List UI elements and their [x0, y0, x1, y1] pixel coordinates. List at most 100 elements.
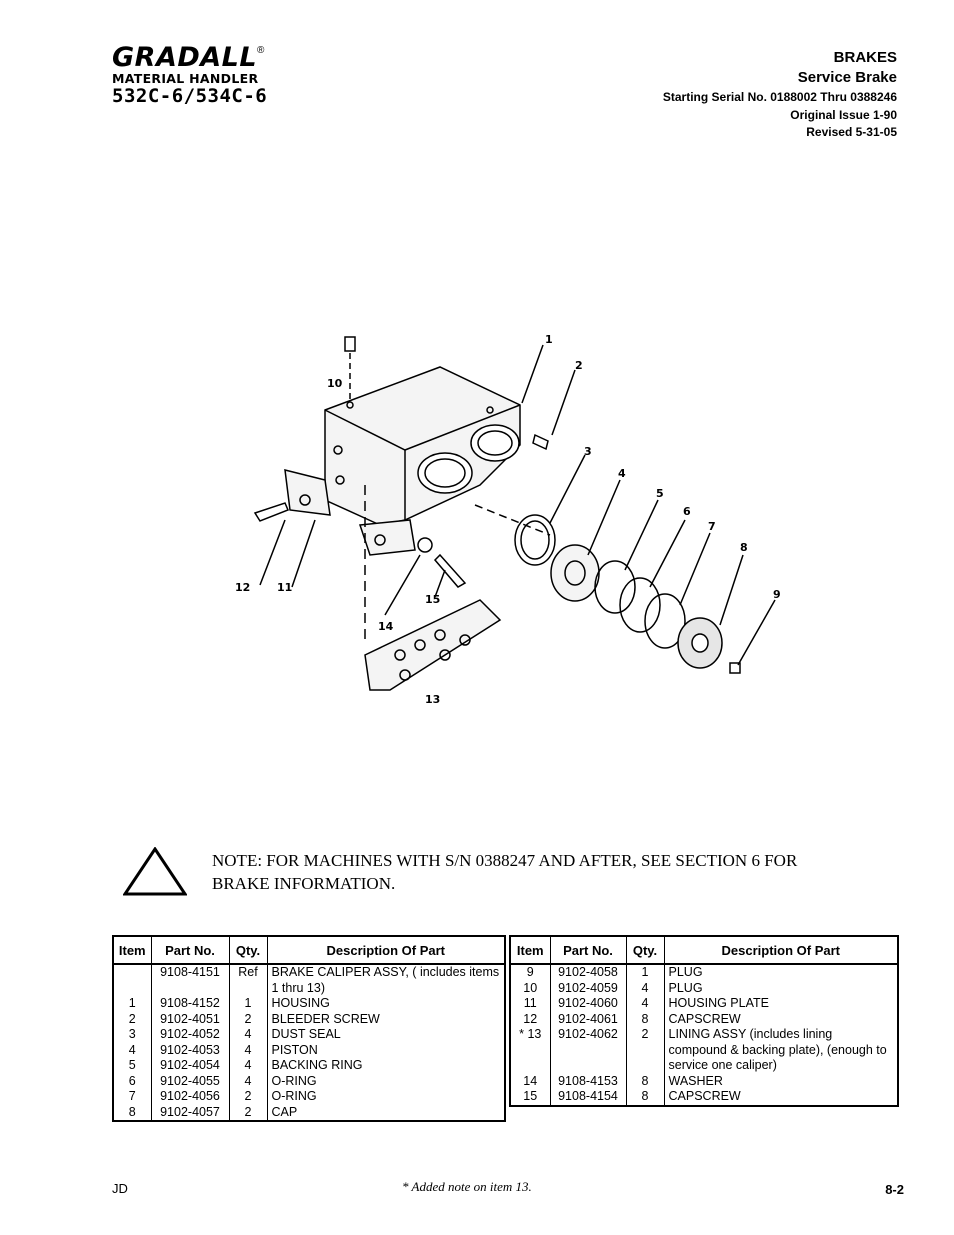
item-cell [113, 964, 151, 996]
section-title: BRAKES [833, 49, 897, 66]
part-cell: 9108-4152 [150, 996, 229, 1012]
item-cell: 11 [523, 996, 537, 1010]
desc-cell: HOUSING PLATE [663, 996, 898, 1012]
subsection-title: Service Brake [797, 69, 897, 86]
part-cell: 9102-4052 [150, 1027, 229, 1043]
callout-13: 13 [425, 693, 440, 706]
qty-cell: 1 [228, 996, 267, 1012]
item-cell: 14 [523, 1073, 538, 1088]
item-cell: * 13 [519, 1027, 542, 1041]
parts-table-right: Item Part No. Qty. Description Of Part 9… [509, 935, 899, 1107]
part-cell: 9102-4057 [150, 1104, 229, 1121]
callout-3: 3 [584, 445, 592, 458]
desc-cell: O-RING [266, 1073, 505, 1089]
item-cell: 6 [128, 1073, 136, 1088]
qty-cell: 2 [228, 1104, 267, 1121]
desc-cell: DUST SEAL [266, 1027, 505, 1043]
callout-6: 6 [683, 505, 691, 518]
part-cell: 9102-4053 [150, 1042, 229, 1058]
note-text: NOTE: FOR MACHINES WITH S/N 0388247 AND … [212, 851, 798, 893]
col-qty: Qty. [228, 935, 268, 965]
footer-code: JD [112, 1181, 128, 1196]
part-cell: 9102-4059 [549, 980, 626, 996]
desc-cell: BRAKE CALIPER ASSY, ( includes items 1 t… [266, 964, 505, 996]
col-item: Item [509, 935, 551, 965]
item-cell: 1 [128, 996, 136, 1010]
item-cell: 5 [128, 1058, 136, 1072]
callout-9: 9 [773, 588, 781, 601]
qty-cell: 4 [625, 980, 664, 996]
qty-cell: 4 [228, 1027, 267, 1043]
col-description: Description Of Part [663, 935, 899, 965]
desc-cell: CAPSCREW [663, 1089, 898, 1106]
registered-mark: ® [257, 45, 265, 56]
item-cell: 9 [526, 965, 534, 979]
qty-cell: 4 [228, 1073, 267, 1089]
item-cell: 4 [128, 1042, 136, 1057]
item-cell: 8 [128, 1104, 136, 1119]
product-name: MATERIAL HANDLER [112, 71, 259, 86]
callout-2: 2 [575, 359, 583, 372]
callout-7: 7 [708, 520, 716, 533]
callout-12: 12 [235, 581, 250, 594]
part-cell: 9102-4054 [150, 1058, 229, 1074]
col-item: Item [112, 935, 152, 965]
col-part-no: Part No. [150, 935, 230, 965]
desc-cell: WASHER [663, 1073, 898, 1089]
qty-cell: 4 [625, 996, 664, 1012]
part-cell: 9102-4051 [150, 1011, 229, 1027]
desc-cell: BLEEDER SCREW [266, 1011, 505, 1027]
desc-cell: PLUG [663, 980, 898, 996]
part-cell: 9102-4060 [549, 996, 626, 1012]
col-description: Description Of Part [266, 935, 506, 965]
part-cell: 9108-4154 [549, 1089, 626, 1106]
desc-cell: LINING ASSY (includes lining compound & … [663, 1027, 898, 1074]
item-cell: 10 [523, 980, 538, 995]
col-qty: Qty. [625, 935, 665, 965]
part-cell: 9108-4153 [549, 1073, 626, 1089]
parts-table-left: Item Part No. Qty. Description Of Part 9… [112, 935, 506, 1122]
desc-cell: PISTON [266, 1042, 505, 1058]
callout-1: 1 [545, 333, 553, 346]
qty-cell: 4 [228, 1042, 267, 1058]
page-number: 8-2 [885, 1182, 904, 1197]
revision-date: Revised 5-31-05 [806, 125, 897, 139]
model-number: 532C-6/534C-6 [112, 85, 268, 107]
item-cell: 15 [523, 1089, 538, 1103]
callout-4: 4 [618, 467, 626, 480]
qty-cell: 8 [625, 1011, 664, 1027]
brand-logo: GRADALL [112, 42, 258, 73]
part-cell: 9102-4062 [549, 1027, 626, 1074]
part-cell: 9108-4151 [150, 964, 229, 996]
qty-cell: 8 [625, 1073, 664, 1089]
serial-range: Starting Serial No. 0188002 Thru 0388246 [662, 90, 897, 104]
housing-part [324, 366, 521, 556]
callout-11: 11 [277, 581, 292, 594]
qty-cell: 2 [228, 1011, 267, 1027]
col-part-no: Part No. [549, 935, 627, 965]
desc-cell: BACKING RING [266, 1058, 505, 1074]
item-cell: 2 [128, 1011, 136, 1026]
desc-cell: CAP [266, 1104, 505, 1121]
callout-10: 10 [327, 377, 343, 390]
callout-14: 14 [378, 620, 394, 633]
qty-cell: 4 [228, 1058, 267, 1074]
callout-15: 15 [425, 593, 440, 606]
brake-caliper-exploded-diagram: 1 2 3 4 5 6 7 8 9 10 11 12 13 14 15 [235, 333, 781, 706]
part-cell: 9102-4058 [549, 964, 626, 981]
item-cell: 7 [128, 1089, 136, 1103]
item-cell: 12 [523, 1011, 538, 1026]
